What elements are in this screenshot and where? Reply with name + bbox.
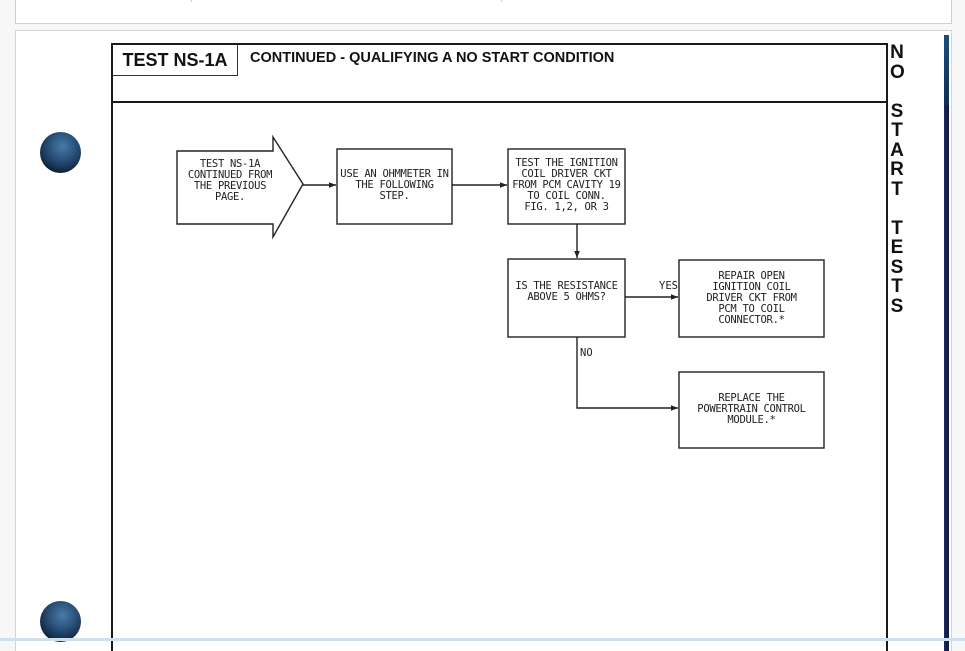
viewer-bottom-edge bbox=[0, 638, 965, 641]
decision-text: IS THE RESISTANCE ABOVE 5 OHMS? bbox=[515, 280, 618, 303]
title-bar: TEST NS-1A CONTINUED - QUALIFYING A NO S… bbox=[113, 45, 886, 103]
test-title: CONTINUED - QUALIFYING A NO START CONDIT… bbox=[250, 50, 615, 66]
divider bbox=[191, 0, 192, 2]
step1-text: USE AN OHMMETER IN THE FOLLOWING STEP. bbox=[340, 168, 449, 202]
yes-label: YES bbox=[659, 280, 678, 292]
start-arrow-shape bbox=[176, 134, 304, 240]
test-id-label: TEST NS-1A bbox=[113, 45, 238, 76]
yes-action-text: REPAIR OPEN IGNITION COIL DRIVER CKT FRO… bbox=[706, 270, 797, 326]
previous-page-edge bbox=[15, 0, 952, 24]
side-tab-text: NO START TESTS bbox=[886, 43, 908, 316]
connector-no bbox=[576, 337, 678, 411]
decision-box bbox=[507, 258, 626, 338]
step1-box bbox=[336, 148, 453, 225]
no-action-box bbox=[678, 371, 825, 449]
binder-edge bbox=[944, 35, 949, 651]
side-tab-word: START bbox=[890, 100, 904, 200]
yes-action-box bbox=[678, 259, 825, 338]
divider bbox=[501, 0, 502, 2]
document-page: TEST NS-1A CONTINUED - QUALIFYING A NO S… bbox=[15, 30, 952, 651]
side-tab: NO START TESTS bbox=[886, 43, 908, 316]
side-tab-word: TESTS bbox=[890, 217, 904, 317]
no-action-text: REPLACE THE POWERTRAIN CONTROL MODULE.* bbox=[697, 392, 806, 426]
step2-text: TEST THE IGNITION COIL DRIVER CKT FROM P… bbox=[512, 157, 621, 213]
punch-hole-icon bbox=[40, 601, 81, 642]
punch-hole-icon bbox=[40, 132, 81, 173]
start-text: TEST NS-1A CONTINUED FROM THE PREVIOUS P… bbox=[187, 158, 273, 203]
flowchart bbox=[176, 134, 825, 449]
test-frame: TEST NS-1A CONTINUED - QUALIFYING A NO S… bbox=[111, 43, 888, 651]
step2-box bbox=[507, 148, 626, 225]
side-tab-word: NO bbox=[890, 42, 905, 83]
no-label: NO bbox=[580, 347, 593, 359]
